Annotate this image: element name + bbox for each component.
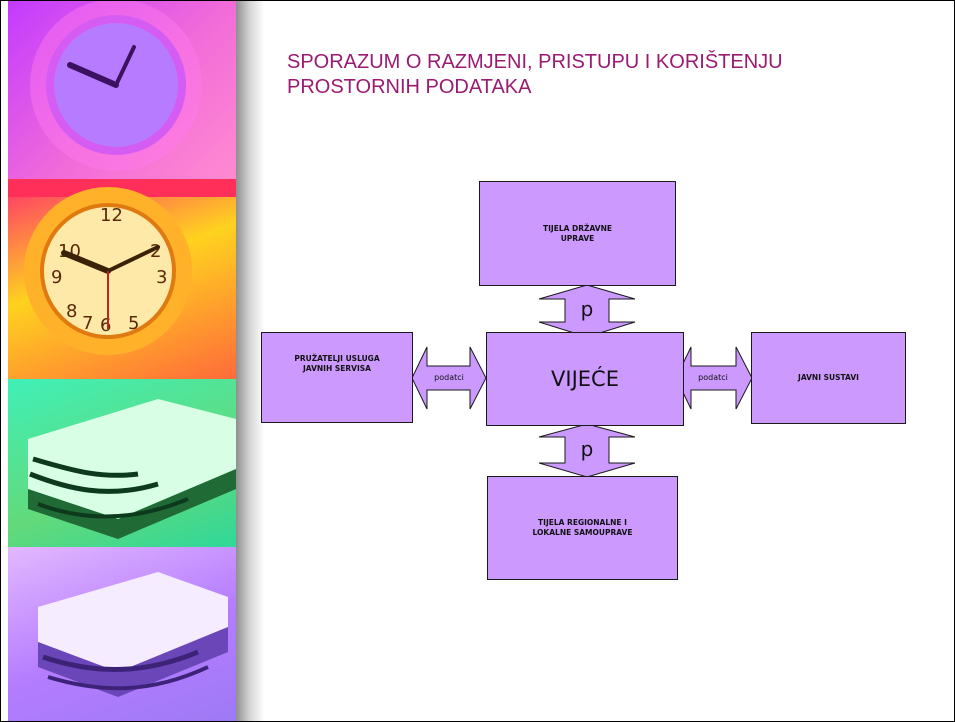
node-tijela-regionalne-samouprave: TIJELA REGIONALNE I LOKALNE SAMOUPRAVE: [487, 476, 678, 580]
slide-title: SPORAZUM O RAZMJENI, PRISTUPU I KORIŠTEN…: [287, 51, 783, 98]
node-right-label: JAVNI SUSTAVI: [798, 373, 859, 382]
node-top-line-2: UPRAVE: [560, 233, 595, 243]
svg-text:9: 9: [51, 267, 62, 288]
node-javni-sustavi: JAVNI SUSTAVI: [751, 332, 906, 424]
svg-text:3: 3: [156, 267, 167, 288]
arrow-left-label: podatci: [434, 373, 464, 382]
divider-shadow: [236, 1, 264, 721]
svg-text:7: 7: [82, 313, 93, 334]
svg-text:12: 12: [100, 205, 123, 226]
svg-text:6: 6: [100, 315, 111, 336]
node-bottom-line-1: TIJELA REGIONALNE I: [538, 518, 627, 527]
node-tijela-drzavne-uprave: TIJELA DRŽAVNE UPRAVE: [479, 181, 676, 286]
node-top-line-1: TIJELA DRŽAVNE: [543, 223, 612, 233]
svg-text:8: 8: [66, 301, 77, 322]
arrow-top-label: p: [580, 297, 594, 321]
node-vijece: VIJEĆE: [486, 332, 684, 426]
arrow-bottom-label: p: [580, 437, 594, 461]
lavender-stacked-books-image: [8, 547, 236, 721]
svg-text:2: 2: [150, 241, 161, 262]
svg-text:5: 5: [128, 313, 139, 334]
node-bottom-line-2: LOKALNE SAMOUPRAVE: [532, 528, 633, 537]
purple-clock-image: [8, 1, 236, 179]
node-left-line-2: JAVNIH SERVISA: [303, 363, 371, 373]
node-center-label: VIJEĆE: [551, 367, 619, 391]
arrow-right-label: podatci: [698, 373, 728, 382]
node-pruzatelji-usluga: PRUŽATELJI USLUGA JAVNIH SERVISA: [261, 332, 413, 423]
node-left-line-1: PRUŽATELJI USLUGA: [294, 353, 380, 363]
green-stacked-books-image: [8, 379, 236, 547]
